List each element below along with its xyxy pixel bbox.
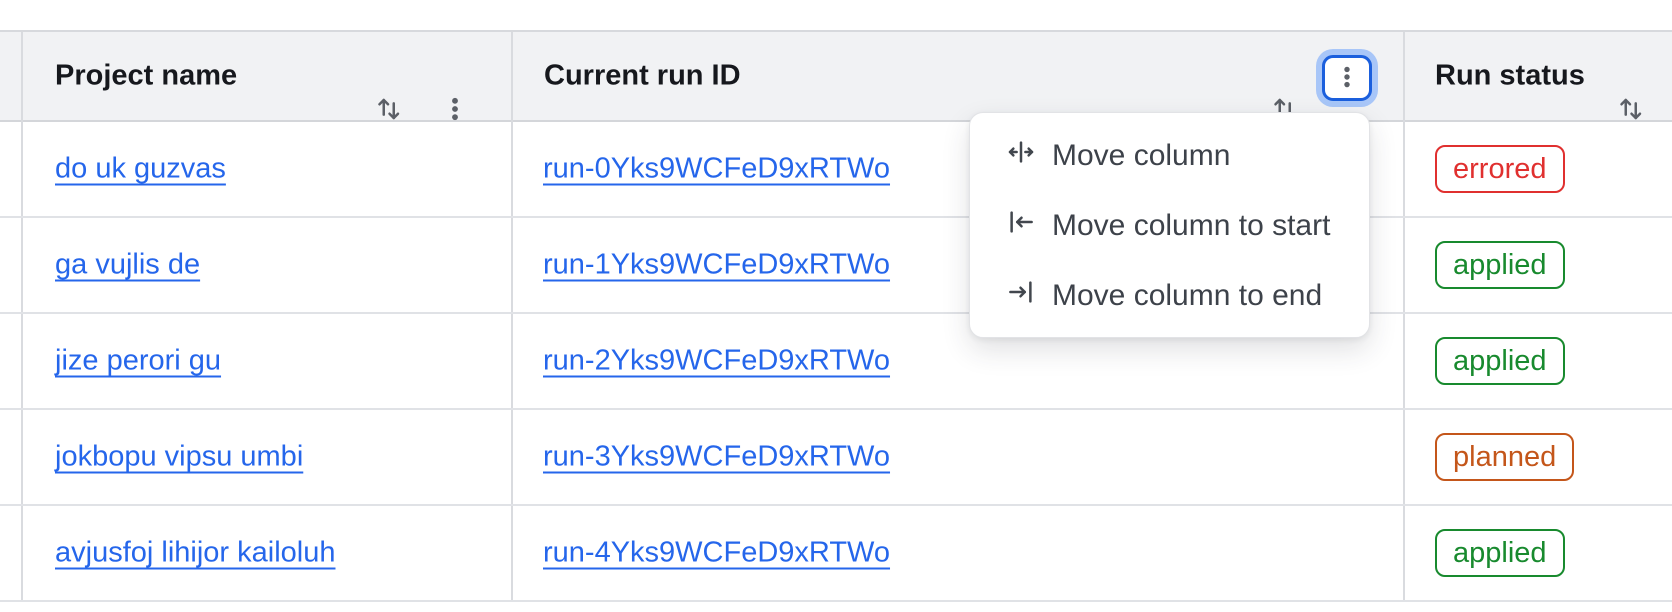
menu-item-move-column-to-start[interactable]: Move column to start — [970, 191, 1369, 261]
table-row: jokbopu vipsu umbi run-3Yks9WCFeD9xRTWo … — [0, 410, 1672, 506]
run-id-link[interactable]: run-1Yks9WCFeD9xRTWo — [543, 248, 891, 281]
run-id-link[interactable]: run-0Yks9WCFeD9xRTWo — [543, 152, 891, 185]
sort-run-status-button[interactable] — [1615, 92, 1649, 126]
project-name-column-options-button[interactable] — [441, 92, 469, 126]
column-divider-1 — [511, 32, 513, 602]
run-id-link[interactable]: run-2Yks9WCFeD9xRTWo — [543, 344, 891, 377]
project-link[interactable]: do uk guzvas — [55, 152, 226, 185]
project-link[interactable]: jize perori gu — [55, 344, 222, 377]
run-status-badge: planned — [1435, 433, 1575, 481]
table-header: Project name Current run ID — [0, 30, 1672, 122]
current-run-id-column-options-button[interactable] — [1322, 55, 1372, 101]
project-link[interactable]: jokbopu vipsu umbi — [55, 440, 304, 473]
menu-item-move-column-to-end[interactable]: Move column to end — [970, 261, 1369, 331]
table-row: do uk guzvas run-0Yks9WCFeD9xRTWo errore… — [0, 122, 1672, 218]
swap-vertical-icon — [375, 94, 405, 124]
table-row: ga vujlis de run-1Yks9WCFeD9xRTWo applie… — [0, 218, 1672, 314]
run-status-badge: errored — [1435, 145, 1565, 193]
stub-column-divider — [21, 32, 23, 602]
move-column-to-end-icon — [1006, 277, 1036, 315]
column-header-run-status: Run status — [1435, 59, 1585, 92]
menu-item-label: Move column to start — [1052, 209, 1331, 242]
swap-vertical-icon — [1617, 94, 1647, 124]
project-link[interactable]: ga vujlis de — [55, 248, 201, 281]
project-link[interactable]: avjusfoj lihijor kailoluh — [55, 536, 336, 569]
kebab-icon — [1334, 62, 1360, 95]
column-options-menu: Move column Move column to start Move co… — [969, 112, 1370, 338]
run-status-badge: applied — [1435, 337, 1565, 385]
column-divider-2 — [1403, 32, 1405, 602]
kebab-icon — [441, 94, 469, 124]
menu-item-label: Move column — [1052, 139, 1231, 172]
run-id-link[interactable]: run-3Yks9WCFeD9xRTWo — [543, 440, 891, 473]
run-status-badge: applied — [1435, 529, 1565, 577]
table-row: avjusfoj lihijor kailoluh run-4Yks9WCFeD… — [0, 506, 1672, 602]
menu-item-move-column[interactable]: Move column — [970, 121, 1369, 191]
column-header-project-name: Project name — [55, 59, 238, 92]
table-row: jize perori gu run-2Yks9WCFeD9xRTWo appl… — [0, 314, 1672, 410]
column-header-current-run-id: Current run ID — [544, 59, 741, 92]
move-column-icon — [1006, 137, 1036, 175]
run-id-link[interactable]: run-4Yks9WCFeD9xRTWo — [543, 536, 891, 569]
run-status-badge: applied — [1435, 241, 1565, 289]
move-column-to-start-icon — [1006, 207, 1036, 245]
menu-item-label: Move column to end — [1052, 279, 1323, 312]
sort-project-name-button[interactable] — [373, 92, 407, 126]
